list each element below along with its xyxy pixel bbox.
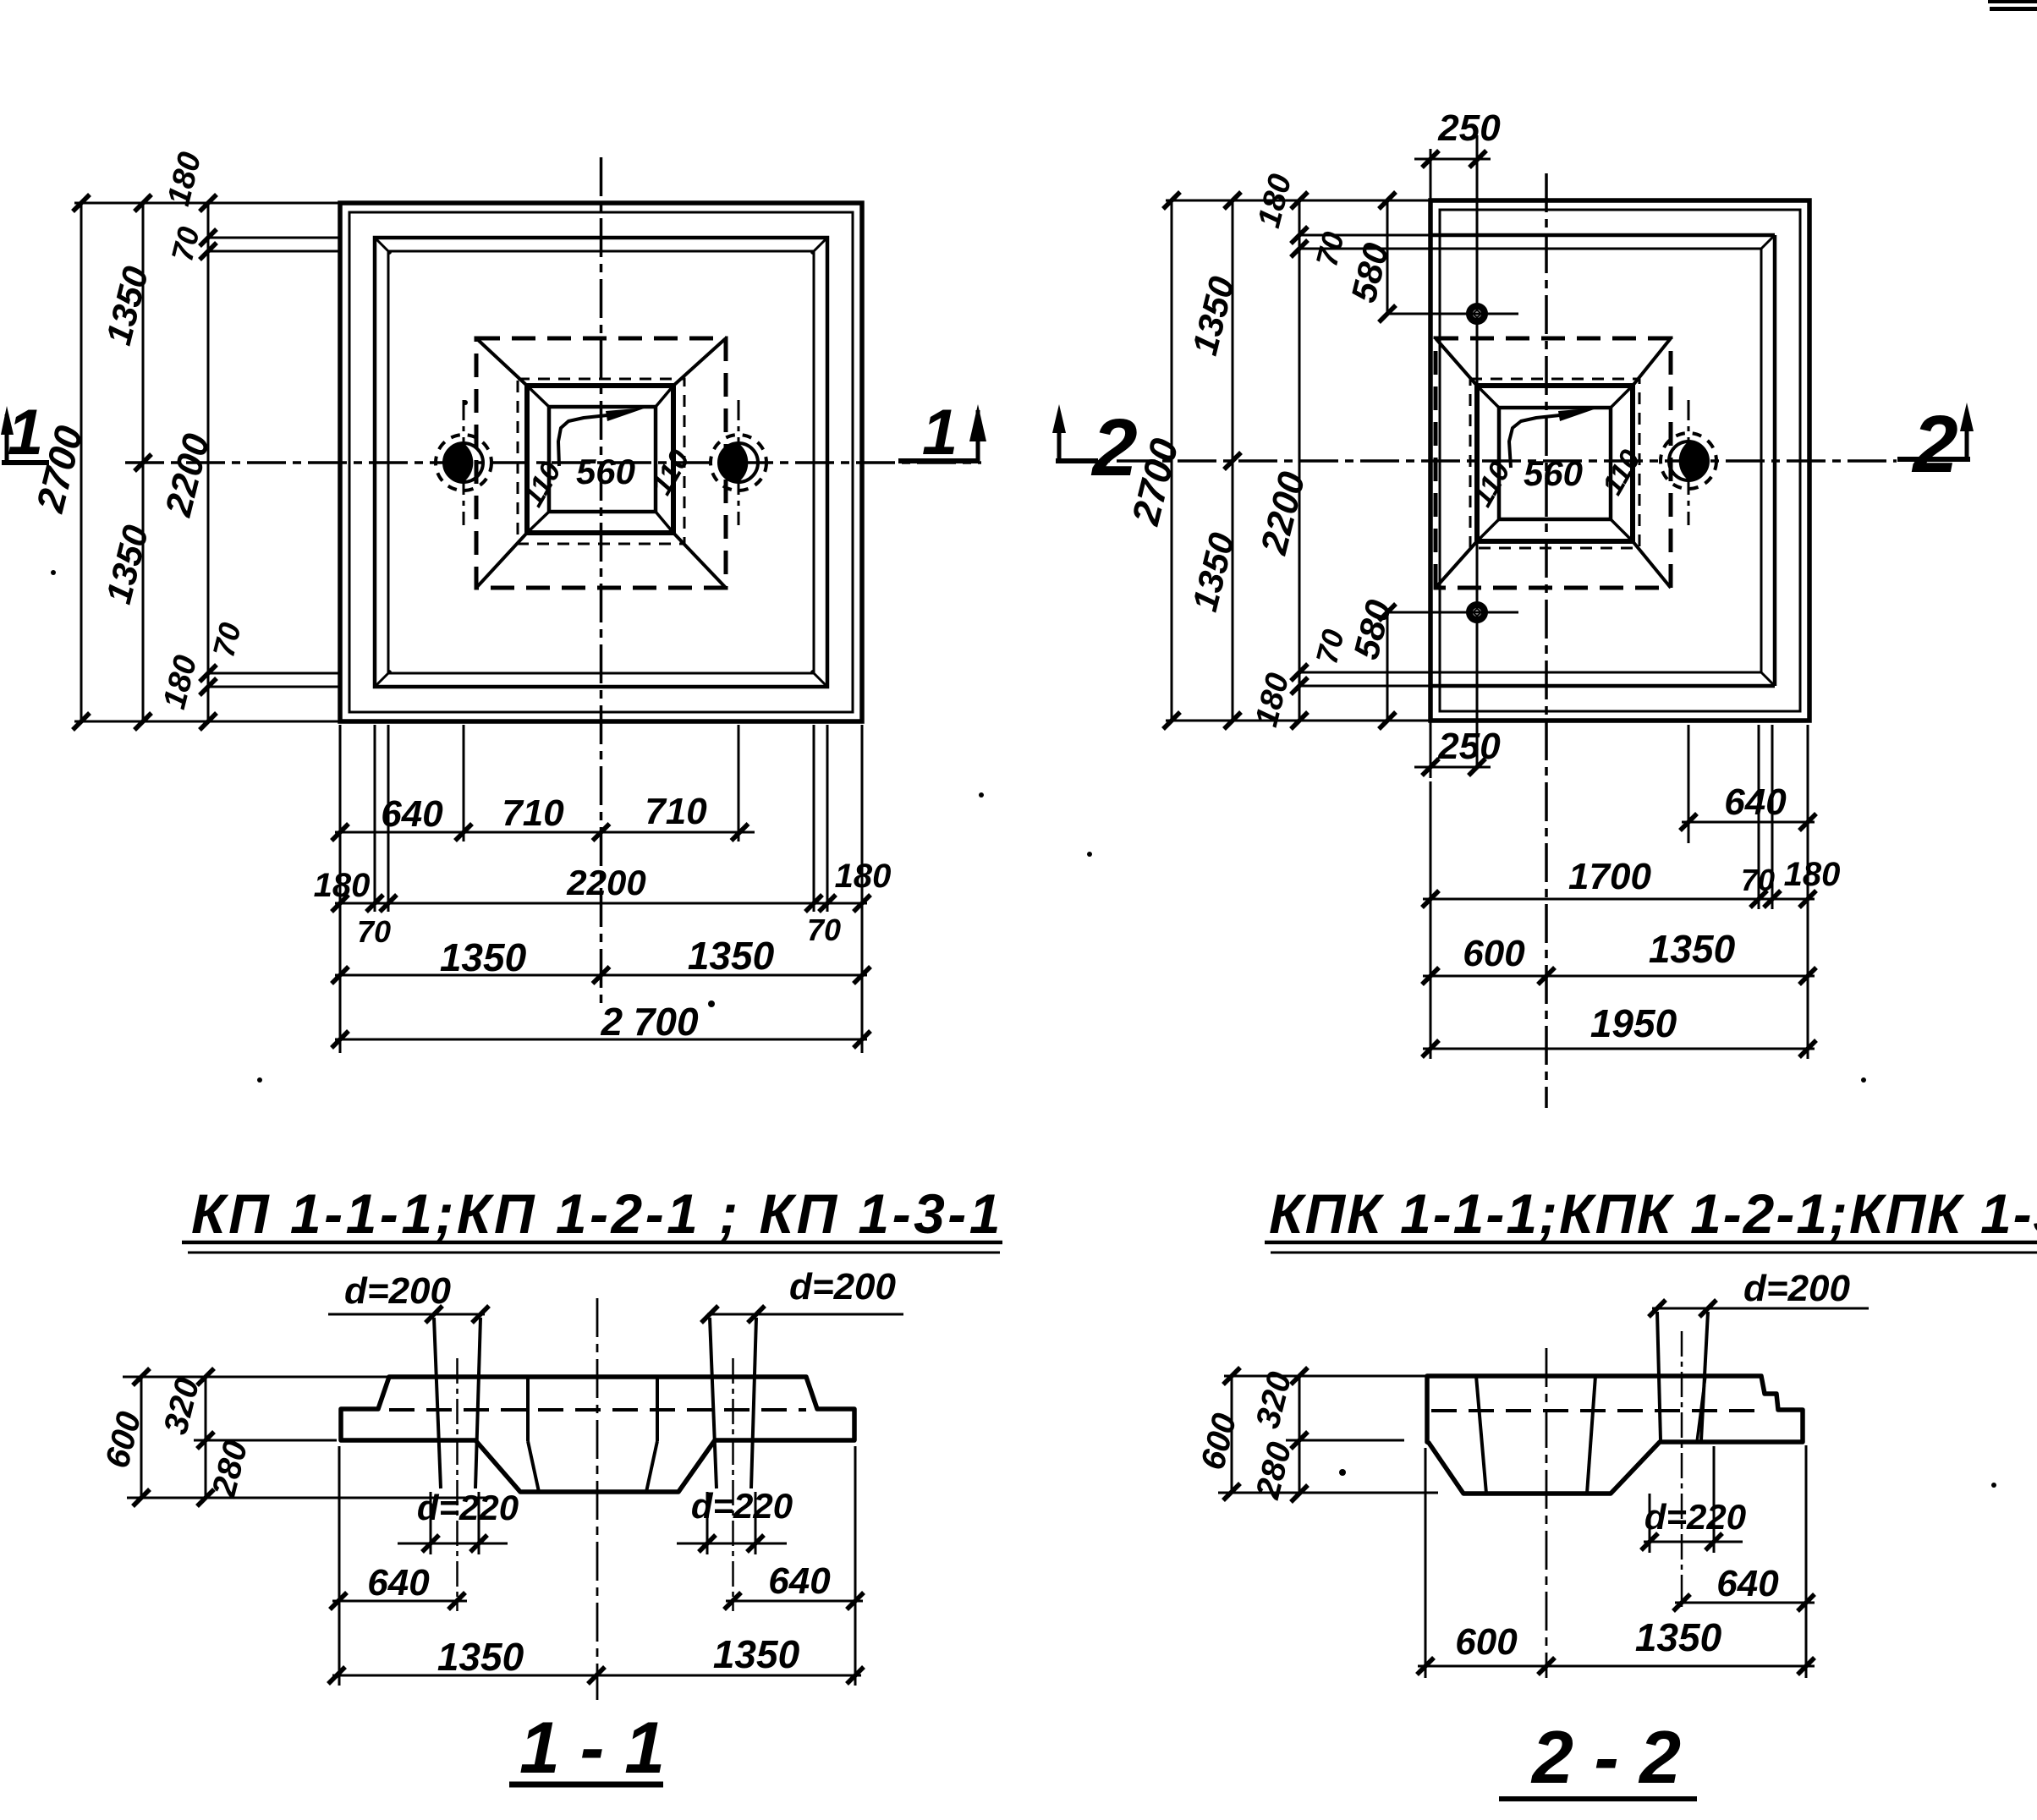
svg-text:1 - 1: 1 - 1 bbox=[519, 1708, 665, 1789]
svg-text:1700: 1700 bbox=[1568, 856, 1651, 897]
svg-text:180: 180 bbox=[835, 858, 892, 895]
svg-text:250: 250 bbox=[1437, 107, 1501, 149]
svg-text:1: 1 bbox=[8, 397, 43, 469]
svg-text:d=200: d=200 bbox=[1743, 1268, 1851, 1309]
svg-text:1350: 1350 bbox=[1635, 1615, 1722, 1659]
svg-text:560: 560 bbox=[1524, 453, 1583, 493]
svg-text:d=200: d=200 bbox=[344, 1270, 452, 1312]
svg-text:640: 640 bbox=[768, 1560, 831, 1602]
svg-text:710: 710 bbox=[502, 792, 564, 834]
svg-text:1350: 1350 bbox=[713, 1632, 800, 1676]
svg-text:70: 70 bbox=[206, 619, 247, 661]
svg-text:1350: 1350 bbox=[440, 935, 527, 979]
svg-text:250: 250 bbox=[1437, 726, 1501, 767]
svg-text:2: 2 bbox=[1911, 399, 1957, 490]
svg-text:600: 600 bbox=[1455, 1621, 1518, 1663]
svg-text:1950: 1950 bbox=[1590, 1001, 1677, 1045]
svg-text:d=200: d=200 bbox=[789, 1266, 897, 1307]
svg-text:180: 180 bbox=[1784, 856, 1841, 893]
svg-text:70: 70 bbox=[807, 913, 841, 947]
svg-text:640: 640 bbox=[381, 793, 443, 835]
svg-text:710: 710 bbox=[645, 791, 707, 832]
svg-text:70: 70 bbox=[1309, 228, 1350, 270]
svg-text:1350: 1350 bbox=[688, 934, 775, 978]
svg-text:640: 640 bbox=[1716, 1563, 1779, 1604]
svg-text:70: 70 bbox=[164, 223, 206, 265]
svg-text:1350: 1350 bbox=[437, 1635, 524, 1679]
svg-text:2200: 2200 bbox=[566, 863, 645, 902]
svg-text:600: 600 bbox=[1463, 933, 1525, 974]
svg-text:70: 70 bbox=[1309, 626, 1350, 667]
svg-text:560: 560 bbox=[576, 452, 635, 491]
svg-text:d=220: d=220 bbox=[1644, 1497, 1746, 1537]
svg-text:2: 2 bbox=[1090, 403, 1137, 493]
svg-text:КПК 1-1-1;КПК 1-2-1;КПК 1-3-1: КПК 1-1-1;КПК 1-2-1;КПК 1-3-1 bbox=[1269, 1182, 2037, 1245]
svg-text:1: 1 bbox=[922, 397, 958, 469]
svg-text:70: 70 bbox=[1741, 863, 1775, 897]
svg-text:70: 70 bbox=[357, 914, 391, 949]
svg-text:1350: 1350 bbox=[1649, 927, 1736, 971]
svg-text:180: 180 bbox=[314, 867, 371, 904]
svg-text:2 - 2: 2 - 2 bbox=[1530, 1715, 1681, 1799]
svg-text:2 700: 2 700 bbox=[600, 1000, 699, 1044]
svg-text:КП 1-1-1;КП 1-2-1 ; КП 1-3-1: КП 1-1-1;КП 1-2-1 ; КП 1-3-1 bbox=[191, 1182, 1003, 1245]
svg-text:d=220: d=220 bbox=[417, 1488, 519, 1527]
svg-text:d=220: d=220 bbox=[691, 1486, 793, 1526]
svg-text:640: 640 bbox=[1724, 781, 1787, 823]
svg-text:640: 640 bbox=[367, 1562, 430, 1603]
